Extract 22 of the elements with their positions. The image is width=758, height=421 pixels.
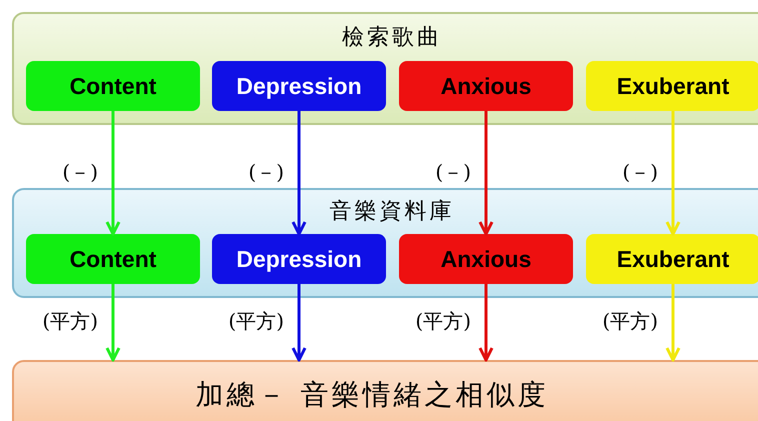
category-box: Depression [212,234,386,284]
category-box: Exuberant [586,234,758,284]
arrow [666,284,680,362]
category-box: Exuberant [586,61,758,111]
band-title: 加總－ 音樂情緒之相似度 [194,377,550,413]
category-box: Content [26,234,200,284]
arrow [292,111,306,236]
arrow [292,284,306,362]
category-box: Depression [212,61,386,111]
band-box [12,360,758,421]
band-box [12,188,758,298]
arrow [106,111,120,236]
category-box: Anxious [399,234,573,284]
arrow [478,284,494,362]
arrow [666,111,680,236]
arrow [106,284,120,362]
arrow [478,111,494,236]
band-title: 音樂資料庫 [328,198,456,226]
band-title: 檢索歌曲 [341,24,443,52]
band-box [12,12,758,125]
category-box: Content [26,61,200,111]
category-box: Anxious [399,61,573,111]
